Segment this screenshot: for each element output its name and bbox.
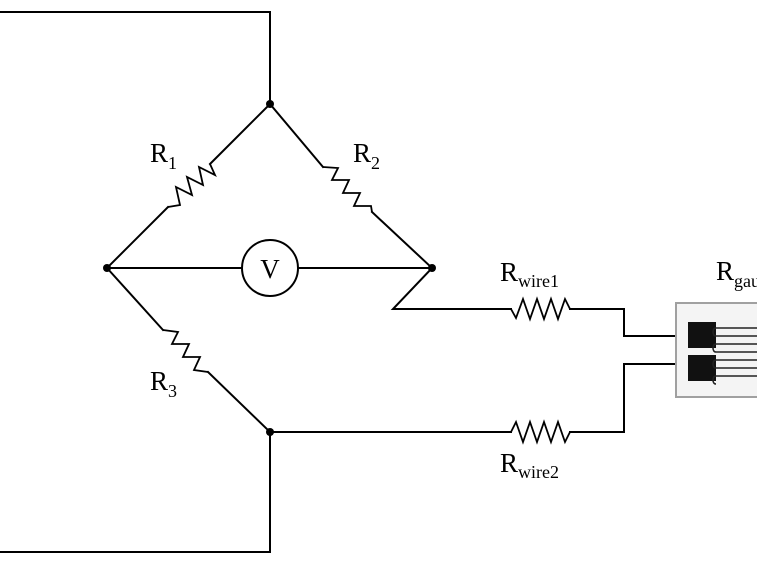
- resistor-r2: [322, 166, 373, 213]
- lead-wire-1-to-gauge: [569, 308, 689, 337]
- resistor-r1: [167, 163, 217, 208]
- resistor-rwire2: [510, 419, 571, 445]
- label-rgauge: Rgauge: [716, 256, 757, 291]
- label-rwire2: Rwire2: [500, 448, 559, 482]
- supply-return-wire: [0, 431, 271, 553]
- arm-r2-wire: [268, 102, 434, 270]
- node-bottom: [266, 428, 274, 436]
- voltmeter-symbol: [241, 239, 299, 297]
- label-r3: R3: [150, 366, 177, 401]
- arm-r1-wire: [105, 102, 272, 270]
- arm-r3-wire: [105, 266, 272, 434]
- node-top: [266, 100, 274, 108]
- resistor-r3: [162, 329, 209, 373]
- gauge-grid: [712, 327, 757, 385]
- gauge-pad-bottom: [688, 355, 716, 381]
- label-rwire1: Rwire1: [500, 257, 559, 291]
- lead-wire-1: [390, 266, 512, 310]
- strain-gauge: [675, 302, 757, 398]
- label-r1: R1: [150, 138, 177, 173]
- node-right: [428, 264, 436, 272]
- supply-wire: [0, 11, 271, 105]
- resistor-rwire1: [510, 296, 571, 322]
- voltmeter-label: V: [260, 254, 280, 284]
- label-r2: R2: [353, 138, 380, 173]
- gauge-pad-top: [688, 322, 716, 348]
- lead-wire-2-to-gauge: [569, 363, 689, 433]
- gauge-backing: [675, 302, 757, 398]
- node-left: [103, 264, 111, 272]
